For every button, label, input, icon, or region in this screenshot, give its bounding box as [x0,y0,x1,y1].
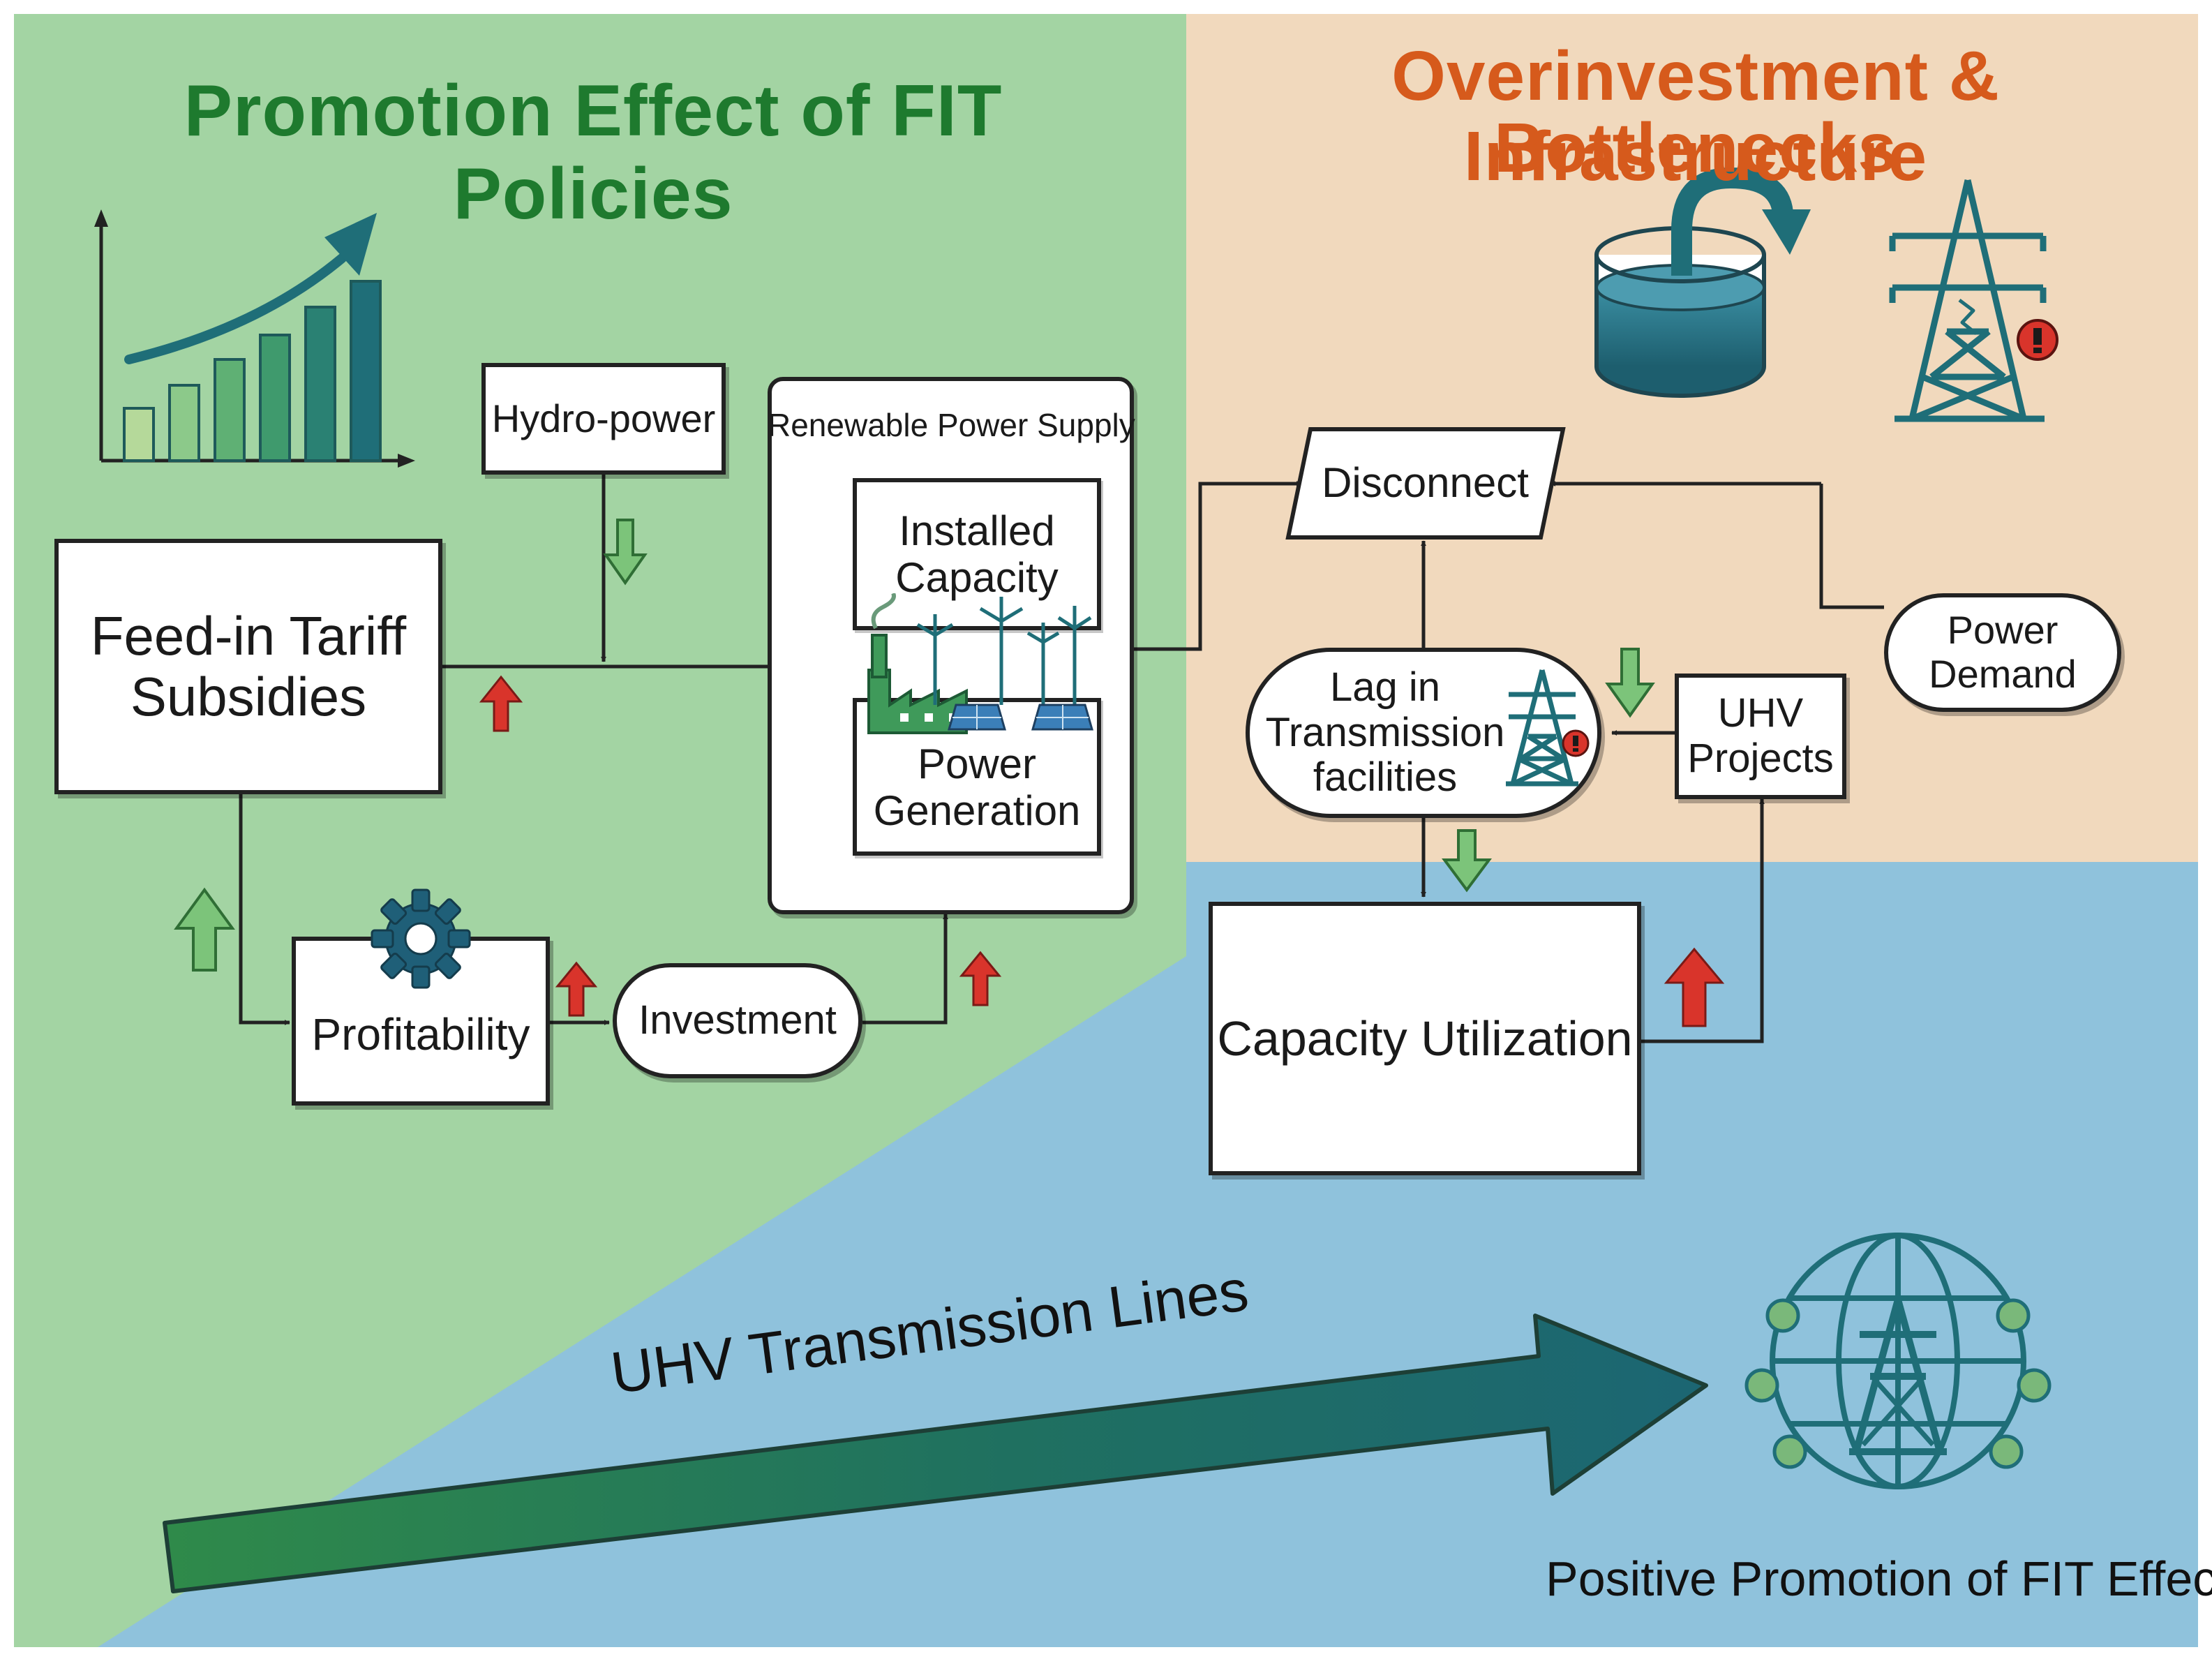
arrow-down-green-icon [1442,829,1492,893]
investment-label: Investment [638,997,837,1043]
arrow-up-red-icon [1664,947,1725,1027]
orange-section-title-line1: Overinvestment & Infrastructure [1391,37,2000,195]
power-demand-label-line2: Demand [1929,652,2077,696]
lag-label-line1: Lag in [1329,664,1441,710]
installed-label-line1: Installed [899,507,1055,554]
installed-label-line2: Capacity [895,554,1059,601]
disconnect-shape [1285,427,1566,540]
lag-label-line3: facilities [1313,754,1458,801]
capacity-utilization-node: Capacity Utilization [1209,902,1641,1175]
power-demand-node: Power Demand [1884,593,2121,712]
feed-in-label-line2: Subsidies [130,666,367,727]
lag-label-line2: Transmission [1265,709,1505,755]
uhv-projects-node: UHV Projects [1675,674,1846,799]
arrow-up-red-icon [479,675,523,732]
wind-solar-factory-icon [867,593,1093,734]
disconnect-label: Disconnect [1322,459,1529,506]
uhv-projects-label-line2: Projects [1687,736,1834,781]
profitability-node: Profitability [292,937,550,1106]
positive-promotion-label: Positive Promotion of FIT Effect [1546,1552,2212,1606]
installed-capacity-node: Installed Capacity [853,478,1101,630]
arrow-up-red-icon [959,951,1002,1006]
damaged-transmission-tower-icon [1889,179,2047,422]
network-nodes [1744,1298,2052,1469]
transmission-tower-icon [1506,669,1590,787]
green-section-title: Promotion Effect of FIT Policies [184,70,1003,235]
alert-icon [2017,319,2058,361]
generation-label-line1: Power [917,740,1037,787]
profitability-label: Profitability [311,1009,530,1060]
orange-section-title-line2: Bottlenecks [1494,109,1897,187]
feed-in-tariff-node: Feed-in Tariff Subsidies [54,539,442,794]
hydro-power-label: Hydro-power [491,396,716,440]
arrow-down-green-icon [603,519,648,586]
arrow-up-green-icon [174,887,235,972]
bar-chart-growth-icon [94,209,415,468]
uhv-arrow [163,1314,1708,1593]
uhv-projects-label-line1: UHV [1717,690,1804,736]
gear-icon [371,888,471,989]
arrow-up-red-icon [555,961,598,1017]
lag-in-transmission-node: Lag in Transmission facilities [1246,648,1601,818]
water-tank-icon [1594,167,1811,398]
hydro-power-node: Hydro-power [481,363,726,475]
connectors [239,475,1884,1043]
generation-label-line2: Generation [873,787,1081,834]
arrow-down-green-icon [1605,648,1655,718]
capacity-utilization-label: Capacity Utilization [1217,1011,1633,1066]
power-demand-label-line1: Power [1947,608,2058,653]
renewable-power-supply-title: Renewable Power Supply [768,407,1135,443]
investment-node: Investment [613,963,862,1078]
feed-in-label-line1: Feed-in Tariff [90,604,407,667]
globe-network-tower-icon [1770,1233,2026,1489]
